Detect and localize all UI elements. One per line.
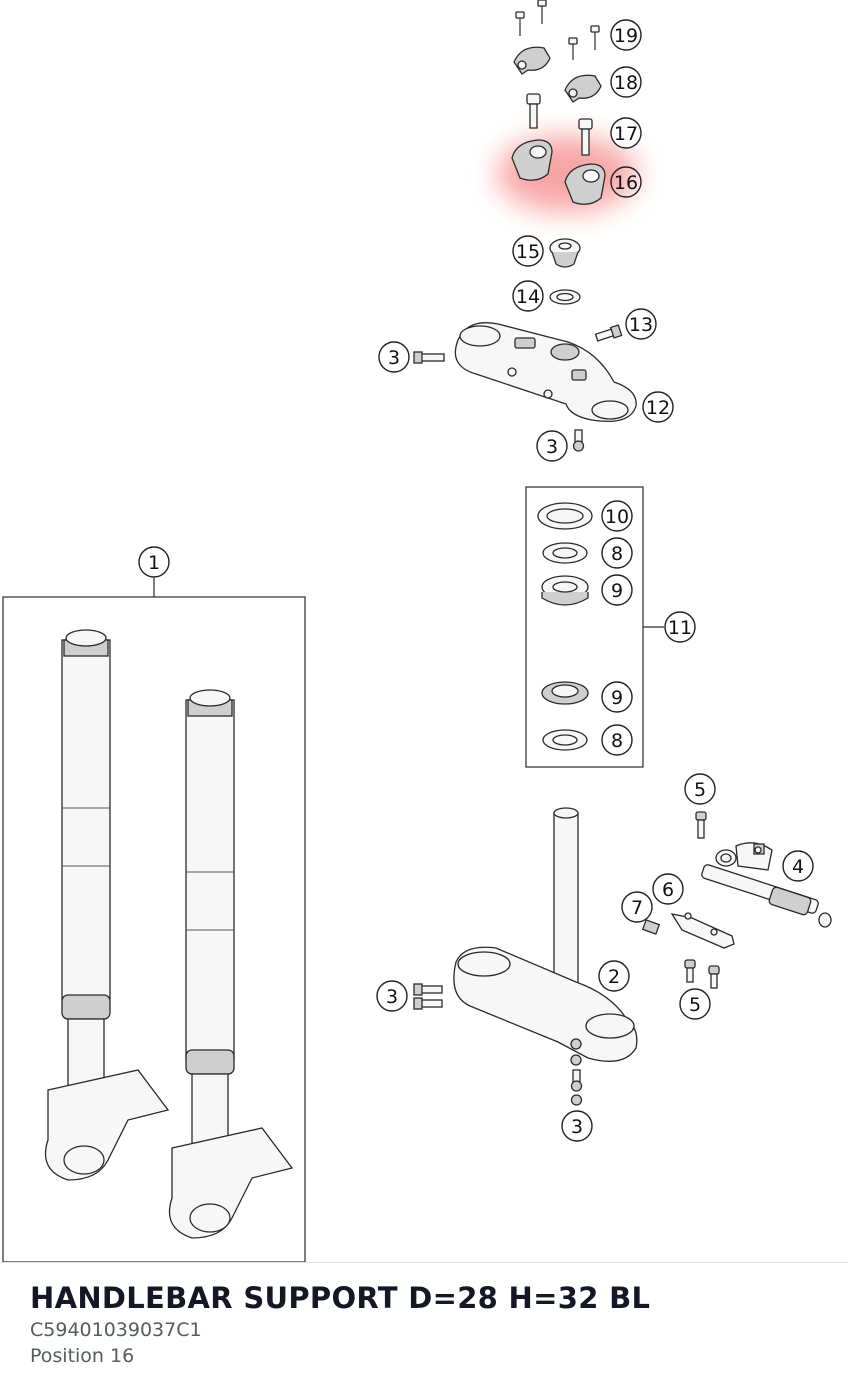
callout-9-bottom[interactable]: 9 <box>601 681 633 713</box>
clamp-top-part-18[interactable] <box>513 46 602 103</box>
svg-text:10: 10 <box>605 506 629 528</box>
svg-text:2: 2 <box>608 966 620 988</box>
callout-13[interactable]: 13 <box>625 308 657 340</box>
part-number: C59401039037C1 <box>30 1319 202 1341</box>
front-fork-part-1[interactable] <box>2 578 306 1262</box>
bolts-part-3-bottom-lower[interactable] <box>570 1069 583 1106</box>
svg-text:11: 11 <box>668 617 692 639</box>
lower-triple-clamp-part-2[interactable] <box>453 807 638 1066</box>
steering-damper-part-4[interactable] <box>701 842 832 928</box>
callout-11[interactable]: 11 <box>664 611 696 643</box>
cap-nut-part-15[interactable] <box>549 238 581 268</box>
svg-text:19: 19 <box>614 25 638 47</box>
svg-text:17: 17 <box>614 123 638 145</box>
exploded-parts-diagram: 19 18 17 16 15 14 13 3 12 3 10 8 9 11 9 … <box>2 0 832 1262</box>
bolt-part-3-bottom-upper[interactable] <box>572 429 585 452</box>
svg-text:18: 18 <box>614 72 638 94</box>
svg-text:9: 9 <box>611 580 623 602</box>
svg-text:3: 3 <box>571 1116 583 1138</box>
callout-3-upper-bottom[interactable]: 3 <box>536 430 568 462</box>
callout-7[interactable]: 7 <box>621 891 653 923</box>
callout-5-bottom[interactable]: 5 <box>679 988 711 1020</box>
svg-text:7: 7 <box>631 897 643 919</box>
bolts-part-3-left-lower[interactable] <box>413 983 443 1010</box>
bolts-part-17[interactable] <box>526 93 593 156</box>
callout-4[interactable]: 4 <box>782 850 814 882</box>
svg-text:9: 9 <box>611 687 623 709</box>
callout-12[interactable]: 12 <box>642 391 674 423</box>
callout-14[interactable]: 14 <box>512 280 544 312</box>
svg-text:15: 15 <box>516 241 540 263</box>
washer-part-14[interactable] <box>549 289 581 305</box>
callout-3-lower-bottom[interactable]: 3 <box>561 1110 593 1142</box>
callout-8-bottom[interactable]: 8 <box>601 724 633 756</box>
bolts-part-19[interactable] <box>515 0 600 60</box>
callout-3-upper-left[interactable]: 3 <box>378 341 410 373</box>
svg-text:5: 5 <box>694 779 706 801</box>
callout-8-top[interactable]: 8 <box>601 537 633 569</box>
clip-part-7[interactable] <box>641 919 661 935</box>
callout-9-top[interactable]: 9 <box>601 574 633 606</box>
bolt-part-3-left-upper[interactable] <box>413 351 445 364</box>
svg-text:6: 6 <box>662 879 674 901</box>
svg-text:5: 5 <box>689 994 701 1016</box>
svg-text:12: 12 <box>646 397 670 419</box>
callout-3-lower-left[interactable]: 3 <box>376 980 408 1012</box>
svg-text:4: 4 <box>792 856 804 878</box>
upper-triple-clamp-part-12[interactable] <box>454 322 637 423</box>
callout-2[interactable]: 2 <box>598 960 630 992</box>
svg-text:8: 8 <box>611 543 623 565</box>
callout-15[interactable]: 15 <box>512 235 544 267</box>
callout-17[interactable]: 17 <box>610 117 642 149</box>
svg-text:14: 14 <box>516 286 540 308</box>
callout-19[interactable]: 19 <box>610 19 642 51</box>
svg-text:3: 3 <box>388 347 400 369</box>
callout-5-top[interactable]: 5 <box>684 773 716 805</box>
svg-text:3: 3 <box>386 986 398 1008</box>
bracket-part-6[interactable] <box>670 912 735 949</box>
bolt-part-5-top[interactable] <box>695 811 707 839</box>
part-position: Position 16 <box>30 1345 135 1367</box>
part-info-footer: HANDLEBAR SUPPORT D=28 H=32 BL C59401039… <box>0 1262 848 1391</box>
bearing-kit-part-11[interactable] <box>525 486 664 768</box>
callout-18[interactable]: 18 <box>610 66 642 98</box>
svg-text:1: 1 <box>148 552 160 574</box>
svg-text:8: 8 <box>611 730 623 752</box>
callout-10[interactable]: 10 <box>601 500 633 532</box>
callout-1[interactable]: 1 <box>138 546 170 578</box>
bolt-part-13[interactable] <box>594 324 623 342</box>
part-title: HANDLEBAR SUPPORT D=28 H=32 BL <box>30 1281 651 1315</box>
svg-text:16: 16 <box>614 172 638 194</box>
handlebar-support-part-16[interactable] <box>511 139 606 205</box>
svg-text:3: 3 <box>546 436 558 458</box>
svg-text:13: 13 <box>629 314 653 336</box>
callout-6[interactable]: 6 <box>652 873 684 905</box>
bolts-part-5-bottom[interactable] <box>684 959 720 989</box>
callout-16[interactable]: 16 <box>610 166 642 198</box>
